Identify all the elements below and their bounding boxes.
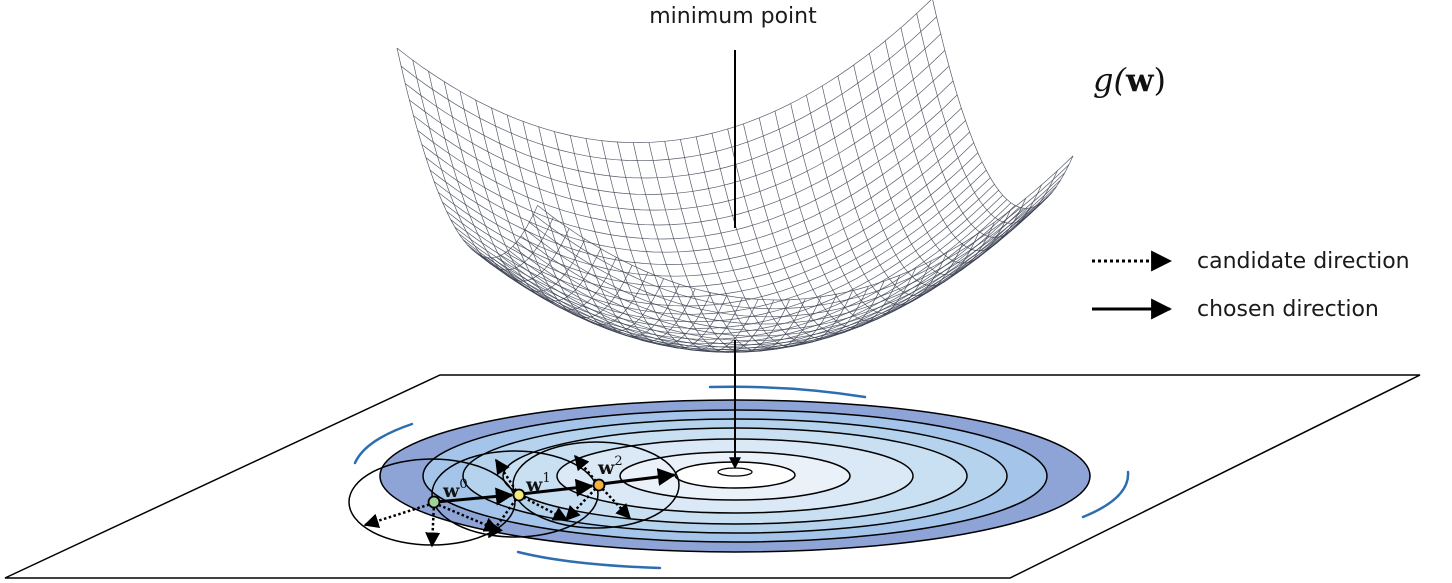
iterate-points — [427, 478, 606, 509]
mesh-line — [900, 27, 1042, 238]
candidate-arrow — [494, 458, 521, 496]
mesh-line — [425, 107, 962, 253]
label-w2-sup: 2 — [614, 454, 622, 469]
label-w0-base: w — [442, 480, 460, 502]
mesh-line — [429, 120, 966, 265]
mesh-line — [500, 205, 1037, 351]
mesh-line — [442, 152, 979, 298]
mesh-line — [537, 155, 1074, 301]
label-w1: w1 — [525, 471, 551, 496]
mesh-line — [450, 169, 987, 315]
surface-mesh — [396, 0, 1074, 353]
accent-arc-right — [1081, 470, 1130, 519]
mesh-line — [806, 95, 948, 306]
legend-candidate-label: candidate direction — [1197, 249, 1410, 274]
function-label-var: w — [1125, 61, 1155, 99]
label-w0: w0 — [442, 477, 468, 502]
function-label: g(w) — [1093, 61, 1166, 99]
accent-arc-top — [708, 385, 867, 399]
mesh-line — [438, 142, 975, 288]
search-circle-w1 — [431, 450, 599, 538]
mesh-line — [396, 0, 932, 143]
mesh-line — [758, 117, 901, 328]
candidate-arrow — [487, 494, 521, 539]
mesh-line — [421, 94, 958, 240]
function-label-suffix: ) — [1154, 61, 1166, 99]
mesh-line — [404, 33, 941, 179]
mesh-line — [632, 142, 775, 353]
mesh-line — [790, 103, 932, 314]
mesh-line — [409, 50, 946, 195]
mesh-line — [458, 184, 995, 329]
candidate-arrow — [425, 502, 441, 548]
candidate-arrow — [564, 484, 600, 522]
contour-level-8 — [717, 467, 753, 477]
mesh-line — [680, 139, 822, 350]
chosen-arrow-w1-w2 — [520, 478, 594, 497]
mesh-line — [433, 131, 970, 277]
accent-arc-bottom — [516, 550, 662, 570]
chosen-arrow-w2-next — [600, 468, 676, 486]
accent-arc-left — [353, 422, 414, 465]
mesh-line — [467, 194, 1003, 340]
label-w0-sup: 0 — [459, 477, 467, 492]
mesh-line — [417, 80, 954, 226]
mesh-line — [462, 189, 999, 335]
label-w2: w2 — [597, 454, 623, 479]
legend-chosen-label: chosen direction — [1197, 297, 1379, 322]
candidate-arrow — [363, 501, 435, 529]
mesh-line — [454, 177, 991, 323]
mesh-line — [617, 141, 759, 353]
mesh-line — [446, 161, 983, 307]
mesh-line — [727, 128, 869, 340]
mesh-line — [932, 0, 1074, 209]
mesh-line — [916, 13, 1058, 224]
mesh-line — [774, 111, 916, 322]
label-w1-sup: 1 — [542, 471, 550, 486]
label-w2-base: w — [597, 457, 615, 479]
point-w0 — [427, 495, 441, 509]
mesh-line — [869, 53, 1011, 264]
chosen-arrows — [435, 468, 676, 506]
mesh-line — [695, 136, 838, 347]
legend: candidate direction chosen direction — [1092, 249, 1410, 322]
mesh-line — [837, 75, 979, 286]
mesh-line — [483, 206, 1020, 352]
mesh-line — [821, 85, 964, 297]
candidate-arrow — [518, 493, 569, 522]
mesh-line — [884, 40, 1027, 252]
minimum-point-label: minimum point — [649, 4, 817, 29]
point-w2 — [592, 478, 606, 492]
candidate-arrow — [433, 501, 500, 532]
mesh-line — [400, 16, 937, 162]
mesh-line — [412, 60, 554, 271]
mesh-line — [743, 123, 885, 334]
mesh-line — [413, 65, 950, 211]
accent-arcs — [353, 385, 1130, 570]
point-w1 — [512, 488, 526, 502]
function-label-prefix: g( — [1093, 61, 1127, 99]
label-w1-base: w — [525, 474, 543, 496]
chosen-arrow-w0-w1 — [435, 487, 514, 506]
